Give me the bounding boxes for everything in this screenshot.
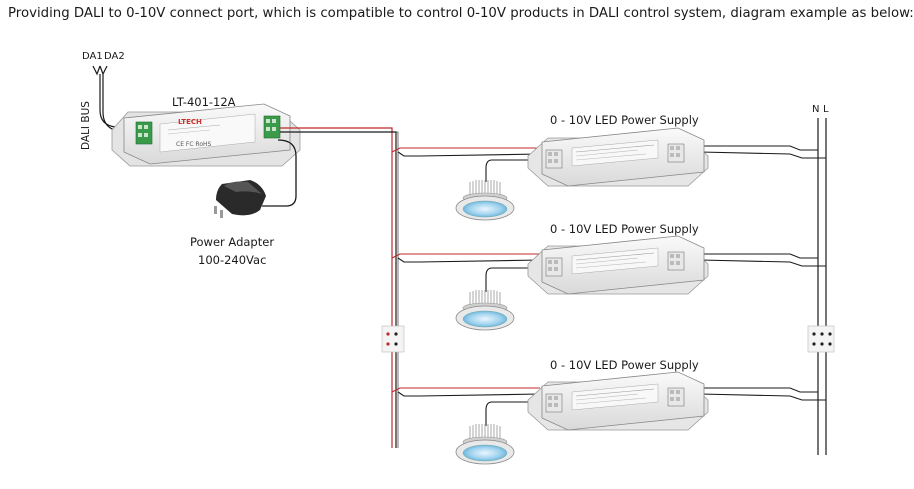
controller-device: LTECH CE FC RoHS	[111, 103, 301, 167]
supply-3-label: 0 - 10V LED Power Supply	[550, 358, 699, 372]
mains-junction-box	[807, 325, 835, 353]
power-adapter-device	[214, 180, 266, 218]
control-bus-wires	[280, 127, 399, 448]
controller-model-label: LT-401-12A	[172, 95, 236, 109]
dali-terminal-da1-label: DA1	[82, 51, 103, 62]
power-supply-1	[391, 127, 826, 221]
bus-junction-box	[381, 325, 405, 353]
mains-wires	[817, 118, 827, 455]
supply-1-label: 0 - 10V LED Power Supply	[550, 113, 699, 127]
diagram-heading: Providing DALI to 0-10V connect port, wh…	[8, 6, 914, 21]
power-adapter-label: Power Adapter	[190, 235, 275, 249]
wiring-diagram: LTECH CE FC RoHS	[92, 65, 835, 465]
dali-terminal-da2-label: DA2	[104, 51, 125, 62]
controller-brand: LTECH	[178, 118, 202, 126]
mains-n-label: N	[812, 104, 820, 115]
dali-bus-label: DALI BUS	[80, 101, 92, 150]
adapter-cable	[262, 139, 297, 207]
supply-2-label: 0 - 10V LED Power Supply	[550, 222, 699, 236]
mains-l-label: L	[823, 104, 829, 115]
power-adapter-voltage: 100-240Vac	[198, 253, 267, 267]
power-supply-3	[391, 371, 826, 465]
controller-cert: CE FC RoHS	[176, 141, 212, 148]
power-supply-2	[391, 235, 826, 331]
